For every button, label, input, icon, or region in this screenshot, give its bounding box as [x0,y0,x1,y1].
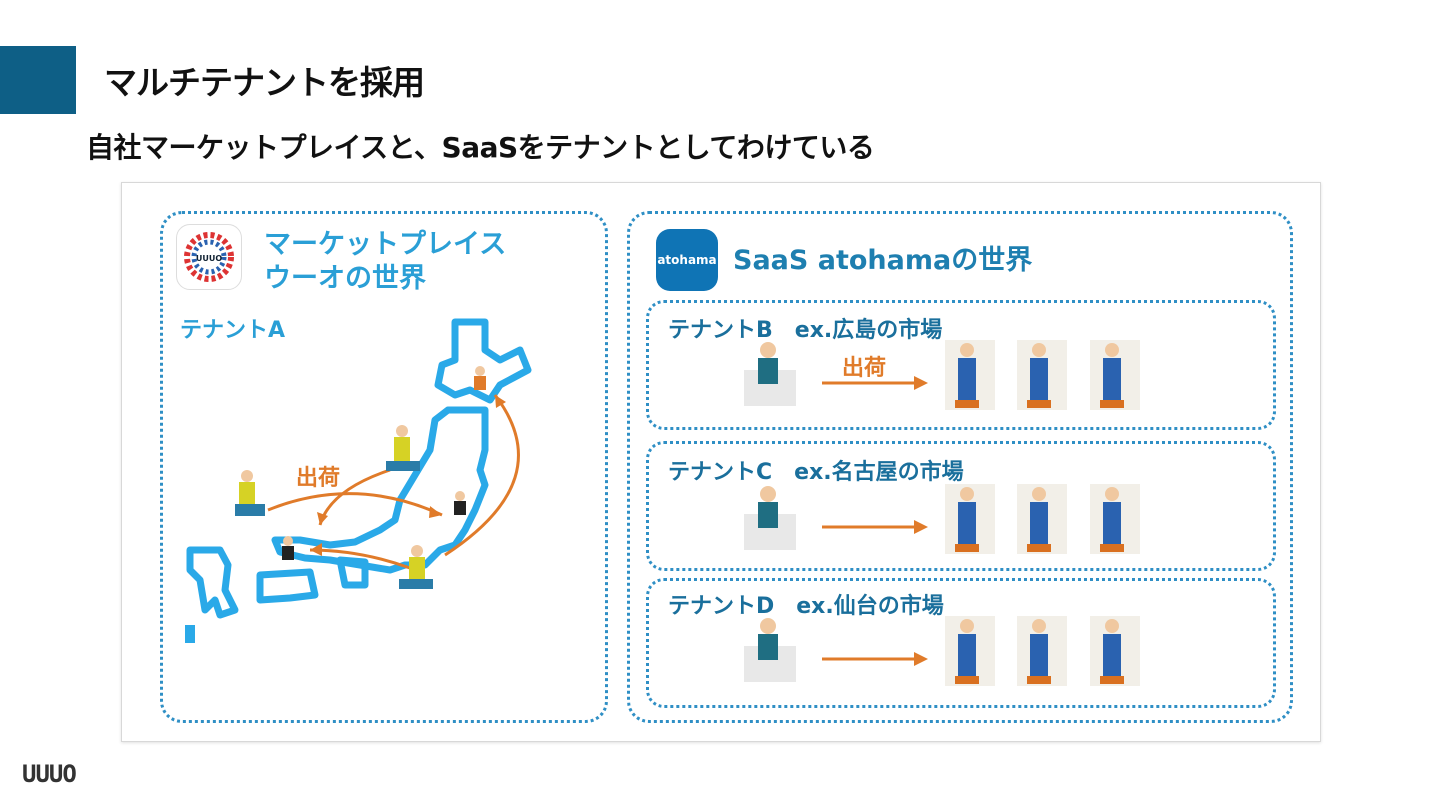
saas-panel [627,211,1293,723]
tenant-c-box [646,441,1276,571]
tenant-d-label: テナントD ex.仙台の市場 [668,594,944,619]
uuuo-logo: UUUO [22,760,77,788]
buyer-figures [945,340,1140,410]
atohama-icon-text: atohama [657,253,717,267]
marketplace-panel [160,211,608,723]
uuuo-app-icon: UUUO [176,224,242,290]
ship-label-right: 出荷 [842,356,887,381]
saas-heading: SaaS atohamaの世界 [733,245,1033,276]
tenant-b-label: テナントB ex.広島の市場 [668,318,943,343]
tenant-b-box [646,300,1276,430]
marketplace-heading-line1: マーケットプレイス [264,229,507,260]
ship-label-left: 出荷 [296,466,341,491]
japan-map [185,318,532,643]
tenant-rows-graphics [742,340,1142,688]
atohama-app-icon: atohama [656,229,718,291]
svg-text:UUUO: UUUO [196,254,222,263]
marketplace-heading: マーケットプレイス ウーオの世界 [264,228,506,296]
marketplace-heading-line2: ウーオの世界 [264,263,426,294]
title-accent-block [0,46,76,114]
tenant-d-box [646,578,1276,708]
fisherman-figures [235,366,486,589]
tenant-a-label: テナントA [180,318,286,343]
seller-figure [744,342,796,406]
slide-subtitle: 自社マーケットプレイスと、SaaSをテナントとしてわけている [86,131,875,164]
slide-title: マルチテナントを採用 [104,63,425,102]
tenant-c-label: テナントC ex.名古屋の市場 [668,460,964,485]
